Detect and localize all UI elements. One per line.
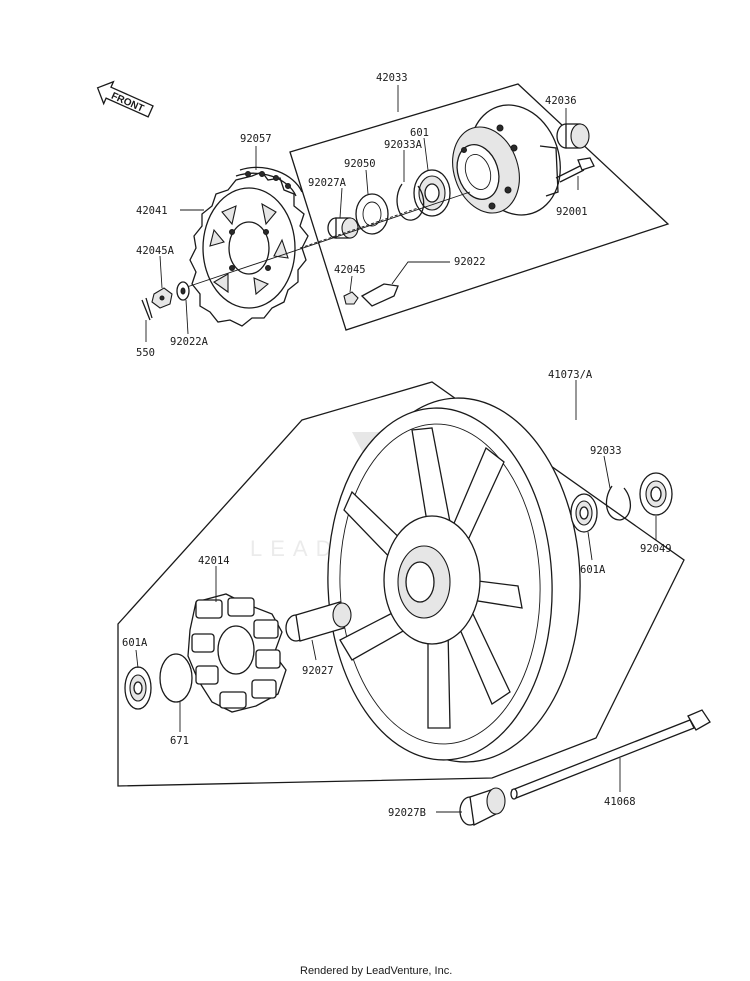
lock-washer-92022 [360,283,399,307]
label-42041: 42041 [136,205,168,217]
leader-lines [135,85,657,813]
nut-42045 [343,291,359,305]
label-41068: 41068 [604,796,636,808]
label-42033: 42033 [376,72,408,84]
seal-92049 [639,472,673,516]
hub-group-frame [289,83,670,331]
chain-92057 [235,166,303,197]
footer-credit: Rendered by LeadVenture, Inc. [300,965,452,977]
wheel-41073A [327,397,581,763]
label-92033A: 92033A [384,139,423,151]
damper-42014 [187,593,287,713]
washer-92022A [176,281,190,301]
hub-flange [452,104,561,216]
hub-axis-line [177,191,471,291]
collar-92027B [459,787,506,826]
label-550: 550 [136,347,155,359]
label-92027B: 92027B [388,807,426,819]
bolt-92001 [555,157,595,183]
bearing-601A-right [570,493,598,533]
label-42014: 42014 [198,555,230,567]
label-92027: 92027 [302,665,334,677]
nut-42045A [151,287,173,309]
label-92049: 92049 [640,543,672,555]
circlip-92033A [396,183,425,221]
bearing-601A-left [124,666,152,710]
axle-41068 [510,709,711,800]
bearing-601 [413,169,451,217]
label-92033: 92033 [590,445,622,457]
label-601: 601 [410,127,429,139]
circlip-92033 [605,485,631,521]
label-92022A: 92022A [170,336,209,348]
cotter-pin-550 [141,297,153,321]
label-92001: 92001 [556,206,588,218]
o-ring-671 [159,653,193,703]
label-42045: 42045 [334,264,366,276]
label-42045A: 42045A [136,245,175,257]
label-41073A: 41073/A [548,369,593,381]
front-direction-arrow: FRONT [96,80,154,118]
label-601A-right: 601A [580,564,606,576]
hub-axis-dashed [299,207,419,249]
label-42036: 42036 [545,95,577,107]
label-92050: 92050 [344,158,376,170]
label-92022: 92022 [454,256,486,268]
label-92027A: 92027A [308,177,347,189]
collar-92027 [285,601,352,642]
upper-hub-assembly [289,83,670,331]
sprocket-42041 [189,171,309,327]
collar-42036 [556,123,590,149]
part-labels: 42033 42036 92057 92033A 601 92050 92027… [122,72,672,819]
label-671: 671 [170,735,189,747]
label-601A-left: 601A [122,637,148,649]
label-92057: 92057 [240,133,272,145]
seal-92050 [355,193,389,235]
